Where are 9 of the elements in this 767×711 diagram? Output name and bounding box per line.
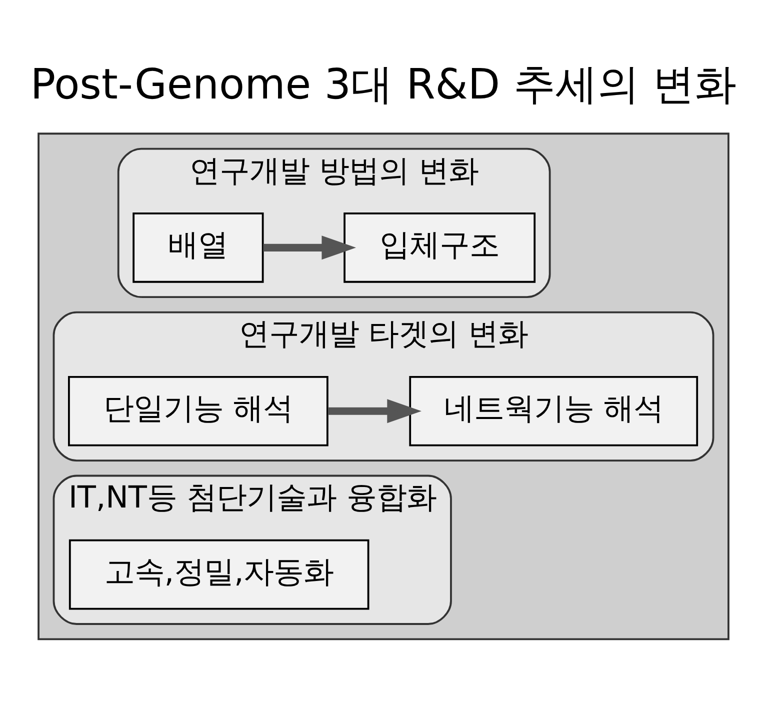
node-box: 배열 <box>132 212 264 282</box>
node-box: 단일기능 해석 <box>68 375 328 446</box>
node-box: 네트웍기능 해석 <box>409 375 698 446</box>
arrow <box>328 398 422 423</box>
arrow <box>263 235 356 260</box>
cluster <box>38 132 730 640</box>
node-box: 입체구조 <box>344 212 536 282</box>
node-box: 고속,정밀,자동화 <box>68 538 370 610</box>
diagram-title: Post-Genome 3대 R&D 추세의 변화 <box>30 59 737 108</box>
